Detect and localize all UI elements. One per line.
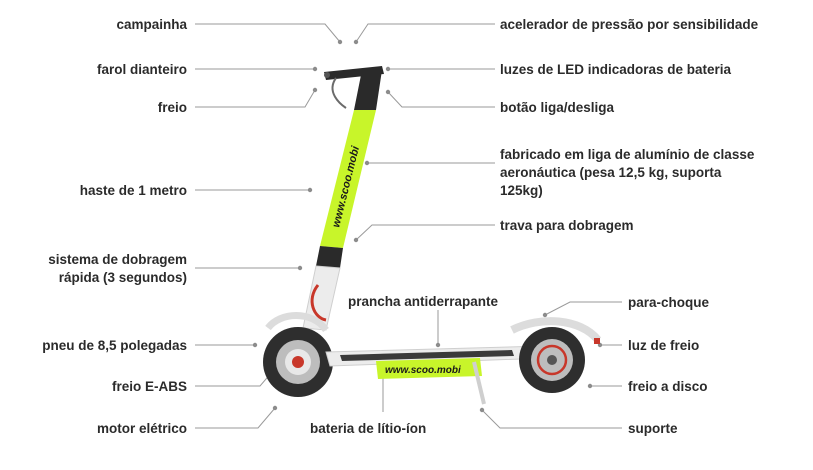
label-dobragem-line2: rápida (3 segundos) xyxy=(58,270,187,285)
leader-lines xyxy=(195,23,622,429)
deck-brand: www.scoo.mobi xyxy=(385,365,461,376)
folding-joint xyxy=(316,246,343,268)
label-fabricado-line2: aeronáutica (pesa 12,5 kg, suporta xyxy=(500,165,722,180)
label-pneu: pneu de 8,5 polegadas xyxy=(42,338,187,353)
leader-freio xyxy=(195,89,316,108)
label-dobragem-line1: sistema de dobragem xyxy=(48,252,187,267)
front-fender xyxy=(265,312,329,333)
cable xyxy=(310,284,327,322)
label-luz-de-freio: luz de freio xyxy=(628,338,700,353)
deck-accent xyxy=(376,358,482,379)
label-para-choque: para-choque xyxy=(628,295,710,310)
label-luzes-led: luzes de LED indicadoras de bateria xyxy=(500,62,732,77)
label-trava: trava para dobragem xyxy=(500,218,634,233)
label-fabricado-line1: fabricado em liga de alumínio de classe xyxy=(500,147,755,162)
leader-parachoque xyxy=(544,301,622,316)
disc-brake xyxy=(536,344,568,376)
scooter-illustration: www.scoo.mobi www.scoo.mobi xyxy=(263,66,602,405)
leader-acelerador xyxy=(355,23,495,43)
leader-trava xyxy=(355,224,495,241)
handlebar xyxy=(324,66,384,80)
label-farol-dianteiro: farol dianteiro xyxy=(96,62,187,77)
label-haste: haste de 1 metro xyxy=(79,183,187,198)
label-botao: botão liga/desliga xyxy=(500,100,615,115)
leader-campainha xyxy=(195,23,341,43)
stem-accent xyxy=(320,110,376,248)
kickstand xyxy=(472,361,486,405)
front-hub xyxy=(292,356,304,368)
label-freio: freio xyxy=(157,100,187,115)
label-bateria: bateria de lítio-íon xyxy=(310,421,427,436)
stem-top xyxy=(354,70,382,110)
leader-botao xyxy=(387,91,495,108)
label-freio-a-disco: freio a disco xyxy=(628,379,708,394)
label-motor: motor elétrico xyxy=(96,421,187,436)
leader-suporte xyxy=(481,409,622,429)
leader-eabs xyxy=(195,371,273,387)
rear-fender xyxy=(510,317,602,343)
brake-lever xyxy=(331,77,347,109)
deck-grip xyxy=(340,350,514,361)
label-freio-eabs: freio E-ABS xyxy=(111,379,187,394)
brake-light xyxy=(594,338,600,344)
label-fabricado-line3: 125kg) xyxy=(500,183,543,198)
leader-motor xyxy=(195,407,276,429)
label-prancha: prancha antiderrapante xyxy=(348,294,499,309)
label-suporte: suporte xyxy=(628,421,678,436)
label-acelerador: acelerador de pressão por sensibilidade xyxy=(500,17,759,32)
label-campainha: campainha xyxy=(116,17,187,32)
